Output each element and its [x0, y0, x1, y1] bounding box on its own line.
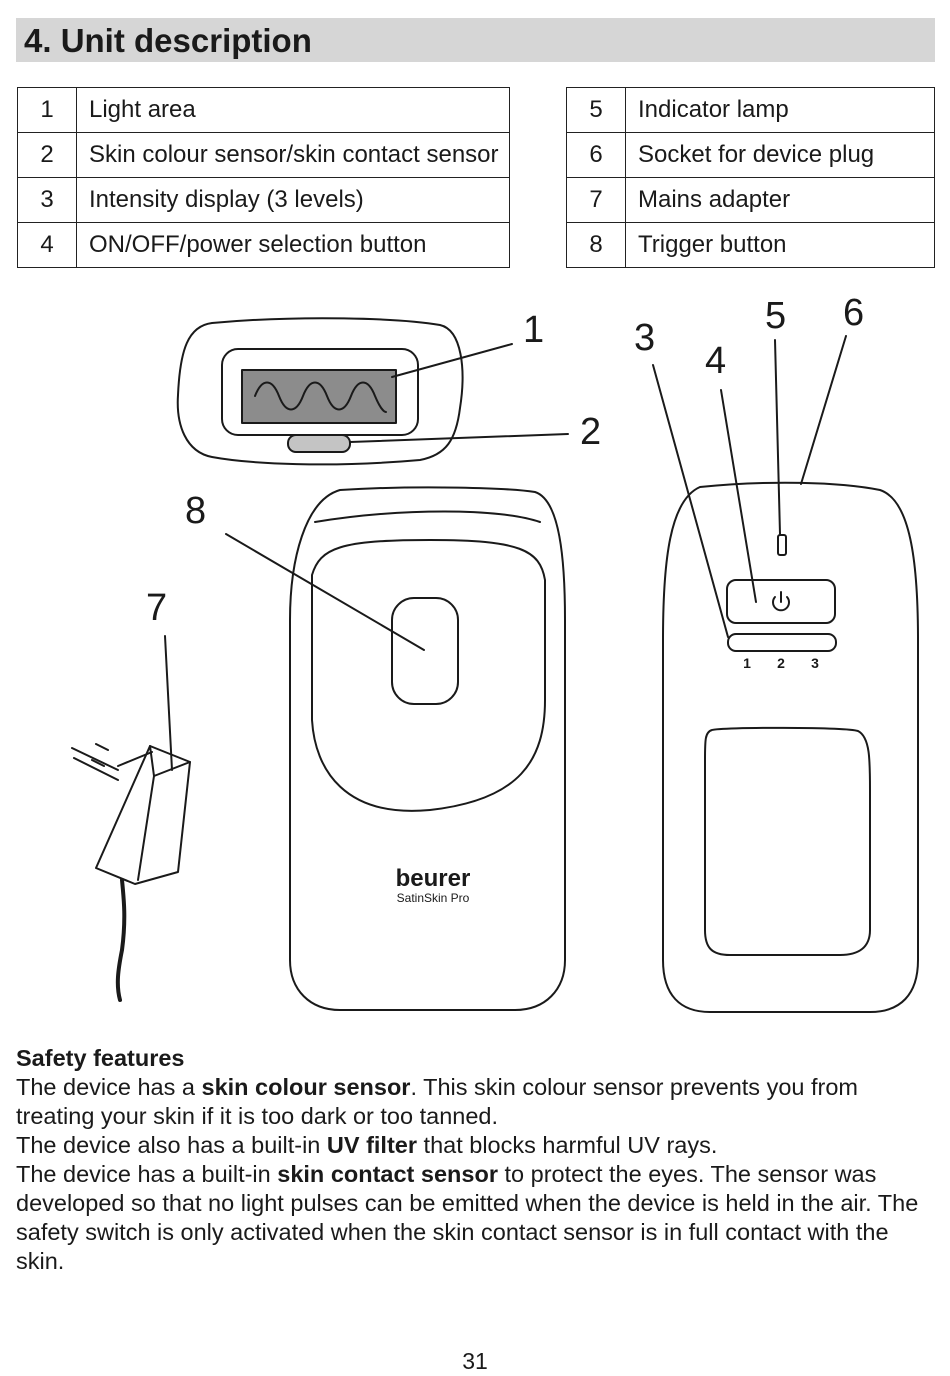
skin-sensor [287, 434, 351, 453]
part-label: Indicator lamp [625, 87, 935, 133]
part-number: 3 [17, 177, 77, 223]
callout-5: 5 [765, 295, 786, 337]
base-station: 1 2 3 [662, 481, 919, 1013]
callout-7: 7 [146, 587, 167, 629]
callout-lines [164, 335, 847, 771]
section-heading-bar: 4. Unit description [16, 18, 935, 62]
safety-title: Safety features [16, 1045, 185, 1071]
part-number: 1 [17, 87, 77, 133]
intensity-level-1: 1 [743, 655, 751, 671]
intensity-level-2: 2 [777, 655, 785, 671]
part-label: Light area [76, 87, 510, 133]
treatment-head [176, 317, 464, 466]
parts-table-right: 5 Indicator lamp 6 Socket for device plu… [566, 87, 935, 268]
page-number: 31 [462, 1348, 488, 1374]
adapter-cable [115, 878, 127, 1002]
indicator-lamp [777, 534, 787, 556]
part-label: Intensity display (3 levels) [76, 177, 510, 223]
trigger-button [391, 597, 459, 705]
power-icon [772, 591, 790, 612]
callout-8: 8 [185, 490, 206, 532]
table-row: 1 Light area [17, 87, 510, 133]
intensity-level-3: 3 [811, 655, 819, 671]
safety-paragraph-2: The device also has a built-in UV filter… [16, 1132, 718, 1158]
safety-paragraph-3: The device has a built-in skin contact s… [16, 1161, 919, 1274]
handpiece-front: beurer SatinSkin Pro [289, 486, 566, 1011]
part-number: 5 [566, 87, 626, 133]
power-button [726, 579, 836, 624]
part-number: 7 [566, 177, 626, 223]
part-label: Socket for device plug [625, 132, 935, 178]
safety-paragraph-1: The device has a skin colour sensor. Thi… [16, 1074, 859, 1129]
part-number: 2 [17, 132, 77, 178]
part-label: Mains adapter [625, 177, 935, 223]
table-row: 2 Skin colour sensor/skin contact sensor [17, 132, 510, 178]
part-label: Trigger button [625, 222, 935, 268]
callout-1: 1 [523, 309, 544, 351]
table-row: 4 ON/OFF/power selection button [17, 222, 510, 268]
part-label: ON/OFF/power selection button [76, 222, 510, 268]
section-title: 4. Unit description [24, 22, 312, 59]
safety-features-section: Safety features The device has a skin co… [16, 1044, 938, 1276]
callout-6: 6 [843, 292, 864, 334]
mains-adapter [71, 743, 191, 1002]
table-row: 8 Trigger button [566, 222, 935, 268]
part-number: 6 [566, 132, 626, 178]
unit-illustration: beurer SatinSkin Pro 1 2 3 1 2 3 4 [71, 292, 919, 1013]
part-number: 8 [566, 222, 626, 268]
table-row: 6 Socket for device plug [566, 132, 935, 178]
callout-4: 4 [705, 340, 726, 382]
table-row: 5 Indicator lamp [566, 87, 935, 133]
callout-3: 3 [634, 317, 655, 359]
brand-logo: beurer [396, 865, 471, 892]
table-row: 7 Mains adapter [566, 177, 935, 223]
part-label: Skin colour sensor/skin contact sensor [76, 132, 510, 178]
model-name: SatinSkin Pro [397, 891, 470, 905]
callout-2: 2 [580, 411, 601, 453]
table-row: 3 Intensity display (3 levels) [17, 177, 510, 223]
intensity-display [727, 633, 837, 652]
parts-table-left: 1 Light area 2 Skin colour sensor/skin c… [17, 87, 510, 268]
light-area-wave-icon [254, 381, 387, 413]
part-number: 4 [17, 222, 77, 268]
